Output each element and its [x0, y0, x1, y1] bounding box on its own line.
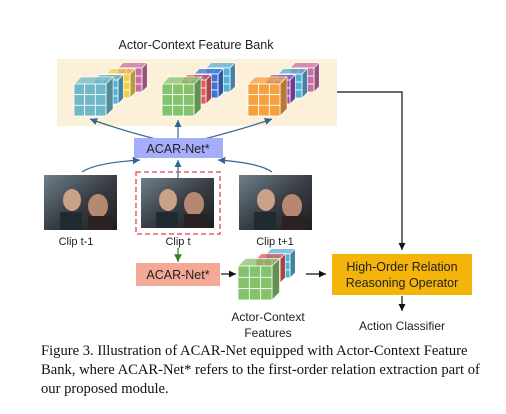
bank-cube — [73, 76, 114, 117]
features-label-line1: Actor-Context — [231, 310, 305, 324]
high-order-operator-line1: High-Order Relation — [346, 260, 457, 274]
clip-label-t: Clip t — [165, 236, 190, 248]
figure-caption: Figure 3. Illustration of ACAR-Net equip… — [41, 343, 480, 397]
clip-image-t-plus-1 — [239, 175, 312, 230]
arrow-clip-left-to-acar — [81, 156, 141, 173]
clip-image-t — [141, 178, 214, 228]
high-order-operator-line2: Reasoning Operator — [346, 276, 459, 290]
bank-cube — [247, 76, 288, 117]
features-label-line2: Features — [244, 326, 291, 340]
action-classifier-label: Action Classifier — [359, 319, 445, 333]
acar-net-top-box — [134, 138, 223, 158]
feature-bank-title: Actor-Context Feature Bank — [119, 38, 275, 52]
feature-cube — [237, 257, 281, 301]
acar-net-top-label: ACAR-Net* — [146, 142, 209, 156]
current-clip-highlight — [135, 171, 221, 235]
clip-label-t-plus-1: Clip t+1 — [256, 236, 294, 248]
feature-bank-cubes — [73, 61, 321, 117]
actor-context-features-cube — [237, 247, 297, 301]
arrow-bank-to-operator — [337, 91, 406, 250]
acar-net-bottom-box — [136, 263, 220, 286]
clip-image-t-minus-1 — [44, 175, 117, 230]
clip-label-t-minus-1: Clip t-1 — [59, 236, 94, 248]
arrow-clip-right-to-acar — [217, 156, 273, 173]
high-order-operator-box — [332, 254, 472, 295]
bank-cube — [161, 76, 202, 117]
acar-net-bottom-label: ACAR-Net* — [146, 268, 209, 282]
